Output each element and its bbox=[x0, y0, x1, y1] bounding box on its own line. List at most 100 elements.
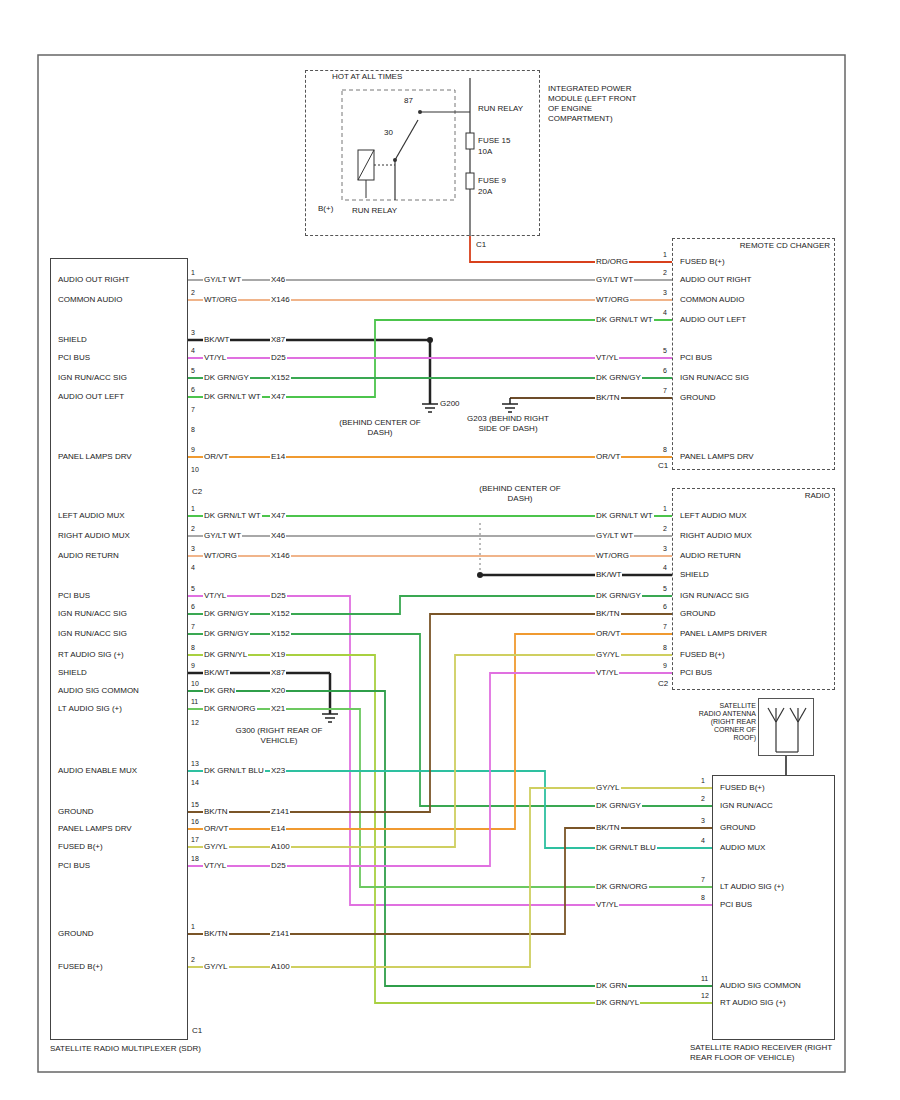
pin-number: 8 bbox=[663, 644, 667, 652]
pin-name: PCI BUS bbox=[680, 668, 712, 678]
pin-name: AUDIO OUT RIGHT bbox=[58, 275, 129, 285]
wire-color: GY/YL bbox=[203, 842, 229, 852]
pin-name: AUDIO RETURN bbox=[680, 551, 741, 561]
wire-color: DK GRN/LT WT bbox=[595, 315, 654, 325]
pin-number: 1 bbox=[663, 505, 667, 513]
pin-name: 10A bbox=[478, 147, 492, 157]
module-box: FUSED B(+)IGN RUN/ACCGROUNDAUDIO MUXLT A… bbox=[712, 775, 835, 1040]
pin-number: 4 bbox=[191, 564, 195, 572]
ground-symbol bbox=[428, 411, 432, 413]
pin-number: 17 bbox=[191, 836, 199, 844]
wire-color: VT/YL bbox=[595, 353, 619, 363]
wire-color: BK/TN bbox=[595, 393, 621, 403]
wire bbox=[188, 673, 672, 866]
pin-name: AUDIO OUT LEFT bbox=[58, 392, 124, 402]
circuit-number: A100 bbox=[270, 842, 291, 852]
antenna-symbol bbox=[790, 708, 798, 722]
antenna-symbol bbox=[768, 708, 776, 722]
pin-number: 11 bbox=[191, 698, 198, 706]
pin-number: 5 bbox=[663, 347, 667, 355]
wire-color: DK GRN bbox=[595, 981, 628, 991]
pin-name: PANEL LAMPS DRIVER bbox=[680, 629, 767, 639]
pin-name: RT AUDIO SIG (+) bbox=[720, 998, 786, 1008]
pin-name: PANEL LAMPS DRV bbox=[58, 452, 132, 462]
pin-name: RIGHT AUDIO MUX bbox=[680, 531, 752, 541]
pin-name: IGN RUN/ACC SIG bbox=[58, 609, 127, 619]
pin-name: GROUND bbox=[680, 609, 716, 619]
antenna-symbol bbox=[776, 751, 798, 752]
wire-color: BK/TN bbox=[203, 929, 229, 939]
wire bbox=[188, 709, 712, 887]
location-note: (BEHIND CENTER OF DASH) bbox=[332, 418, 428, 438]
pin-name: SHIELD bbox=[58, 335, 87, 345]
pin-number: 4 bbox=[663, 309, 667, 317]
wire-color: GY/LT WT bbox=[203, 531, 242, 541]
wire-color: DK GRN/LT WT bbox=[595, 511, 654, 521]
circuit-number: X47 bbox=[270, 392, 286, 402]
ground-wire bbox=[429, 340, 432, 404]
relay-coil-mark bbox=[358, 150, 374, 180]
wire-color: BK/WT bbox=[203, 335, 230, 345]
pin-name: IGN RUN/ACC SIG bbox=[58, 629, 127, 639]
wire-color: WT/ORG bbox=[203, 551, 238, 561]
wire bbox=[470, 236, 672, 262]
circuit-number: X152 bbox=[270, 629, 291, 639]
pin-number: 5 bbox=[663, 585, 667, 593]
pin-name: IGN RUN/ACC SIG bbox=[58, 373, 127, 383]
fuse-feed bbox=[469, 78, 470, 236]
pin-name: RT AUDIO SIG (+) bbox=[58, 650, 124, 660]
ground-symbol bbox=[508, 411, 512, 413]
wire-color: RD/ORG bbox=[595, 257, 629, 267]
pin-name: GROUND bbox=[58, 929, 94, 939]
ground-symbol bbox=[322, 713, 338, 715]
wire-color: OR/VT bbox=[203, 452, 229, 462]
location-note: (BEHIND CENTER OF DASH) bbox=[468, 484, 572, 504]
pin-number: 13 bbox=[191, 760, 199, 768]
pin-number: 2 bbox=[191, 525, 195, 533]
pin-number: 1 bbox=[663, 251, 667, 259]
pin-name: FUSED B(+) bbox=[58, 842, 103, 852]
wire bbox=[188, 691, 712, 986]
pin-name: FUSED B(+) bbox=[720, 783, 765, 793]
ground-symbol bbox=[505, 407, 515, 409]
pin-name: LEFT AUDIO MUX bbox=[680, 511, 747, 521]
pin-number: 12 bbox=[191, 719, 199, 727]
pin-name: PCI BUS bbox=[58, 353, 90, 363]
pin-number: 2 bbox=[191, 289, 195, 297]
ground-wire bbox=[510, 397, 672, 399]
pin-number: 9 bbox=[663, 662, 667, 670]
ground-symbol bbox=[425, 407, 435, 409]
pin-number: 8 bbox=[701, 894, 705, 902]
wire-color: OR/VT bbox=[595, 452, 621, 462]
wire-color: DK GRN/GY bbox=[203, 629, 250, 639]
module-title: SATELLITE RADIO RECEIVER (RIGHT REAR FLO… bbox=[690, 1043, 840, 1063]
pin-number: 1 bbox=[191, 505, 195, 513]
fuse-symbol bbox=[466, 133, 474, 149]
pin-name: RUN RELAY bbox=[478, 104, 523, 114]
antenna-symbol bbox=[776, 708, 784, 722]
pin-number: 4 bbox=[191, 347, 195, 355]
ground-wire bbox=[509, 398, 511, 404]
pin-number: 6 bbox=[663, 367, 667, 375]
pin-number: 18 bbox=[191, 855, 199, 863]
pin-name: 87 bbox=[404, 96, 413, 106]
pin-number: 7 bbox=[191, 623, 195, 631]
connector-id: C1 bbox=[476, 240, 486, 250]
module-title: SATELLITE RADIO MULTIPLEXER (SDR) bbox=[50, 1044, 290, 1054]
circuit-number: X152 bbox=[270, 609, 291, 619]
pin-number: 3 bbox=[663, 545, 667, 553]
pin-name: FUSE 9 bbox=[478, 176, 506, 186]
antenna-symbol bbox=[775, 708, 776, 752]
pin-number: 11 bbox=[701, 975, 708, 983]
pin-number: 8 bbox=[191, 644, 195, 652]
wire-color: BK/WT bbox=[595, 570, 622, 580]
wire-color: DK GRN/LT BLU bbox=[203, 766, 265, 776]
pin-name: GROUND bbox=[58, 807, 94, 817]
wire-color: GY/LT WT bbox=[595, 275, 634, 285]
pin-name: 30 bbox=[384, 128, 393, 138]
wire bbox=[188, 320, 672, 397]
wire-color: VT/YL bbox=[203, 861, 227, 871]
wire bbox=[188, 634, 712, 806]
module-box: REMOTE CD CHANGERFUSED B(+)AUDIO OUT RIG… bbox=[672, 238, 835, 470]
